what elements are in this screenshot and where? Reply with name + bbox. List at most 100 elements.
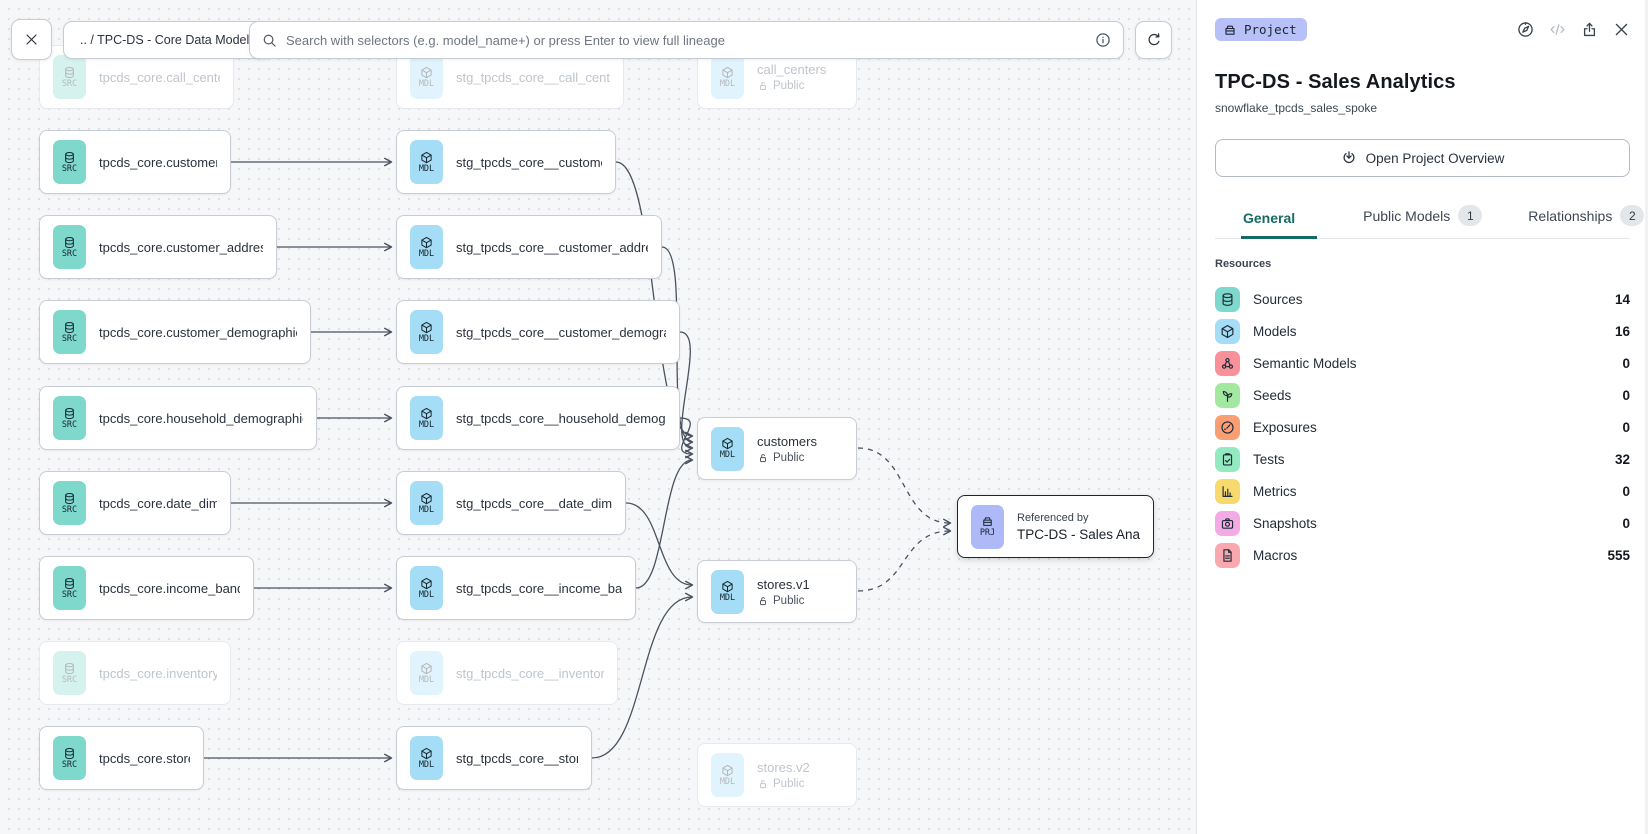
node-type-label: SRC [61, 419, 78, 430]
node-type-badge: MDL [410, 140, 443, 184]
lineage-edge [635, 455, 694, 589]
resource-count: 0 [1622, 387, 1630, 403]
node-text: tpcds_core.income_band [99, 581, 240, 596]
node-text: stg_tpcds_core__income_band [456, 581, 622, 596]
database-icon [1220, 292, 1235, 307]
graph-node[interactable]: SRC tpcds_core.customer_demographics [39, 300, 311, 364]
resource-count: 0 [1622, 515, 1630, 531]
node-type-badge: MDL [711, 426, 744, 471]
node-type-badge: SRC [53, 396, 86, 440]
node-text: tpcds_core.household_demographics [99, 411, 303, 426]
resource-label: Sources [1253, 291, 1303, 307]
resource-count: 0 [1622, 355, 1630, 371]
resource-count: 16 [1614, 323, 1630, 339]
compass-button[interactable] [1517, 21, 1534, 38]
graph-node[interactable]: MDL stg_tpcds_core__income_band [396, 556, 636, 620]
info-icon[interactable] [1095, 32, 1111, 48]
node-text: stg_tpcds_core__customer [456, 155, 602, 170]
database-icon [63, 66, 76, 79]
graph-node[interactable]: MDL stg_tpcds_core__customer [396, 130, 616, 194]
graph-node[interactable]: SRC tpcds_core.income_band [39, 556, 254, 620]
node-label: stg_tpcds_core__date_dim [456, 495, 612, 511]
node-access: Public [757, 452, 817, 464]
node-type-badge: PRJ [971, 504, 1004, 549]
breadcrumb[interactable]: .. / TPC-DS - Core Data Models [63, 21, 273, 59]
cube-icon [721, 66, 734, 79]
node-access-label: Public [773, 594, 805, 607]
tab-count-badge: 2 [1620, 205, 1645, 226]
node-access: Public [757, 595, 810, 607]
node-label: tpcds_core.customer_demographics [99, 324, 297, 340]
node-access-label: Public [773, 778, 805, 790]
graph-node[interactable]: MDL stg_tpcds_core__date_dim [396, 471, 626, 535]
node-label: stg_tpcds_core__income_band [456, 580, 622, 596]
share-button[interactable] [1581, 21, 1598, 38]
code-icon [1549, 21, 1566, 38]
resource-icon-wrap [1215, 350, 1240, 376]
project-icon [981, 515, 994, 528]
node-label: call_centers [757, 62, 827, 77]
node-type-label: MDL [418, 504, 435, 515]
node-type-badge: MDL [410, 396, 443, 440]
resource-label: Models [1253, 323, 1297, 339]
node-text: stg_tpcds_core__customer_demogra… [456, 325, 666, 340]
resource-row-models[interactable]: Models 16 [1215, 315, 1630, 347]
open-project-overview-button[interactable]: Open Project Overview [1215, 139, 1630, 177]
camera-icon [1220, 516, 1235, 531]
cube-icon [420, 662, 433, 675]
cube-icon [420, 747, 433, 760]
file-icon [1220, 548, 1235, 563]
node-type-label: SRC [61, 589, 78, 600]
database-icon [63, 577, 76, 590]
resource-row-sources[interactable]: Sources 14 [1215, 283, 1630, 315]
cube-icon [1220, 324, 1235, 339]
search-bar [249, 21, 1124, 59]
node-text: tpcds_core.store [99, 751, 190, 766]
project-details-panel: Project TPC-DS - Sales Analytics snowfla… [1196, 0, 1648, 834]
graph-node[interactable]: SRC tpcds_core.household_demographics [39, 386, 317, 450]
resource-icon-wrap [1215, 382, 1240, 408]
tab-general[interactable]: General [1241, 204, 1318, 239]
node-type-badge: SRC [53, 310, 86, 354]
node-text: tpcds_core.customer_address [99, 240, 263, 255]
node-type-badge: MDL [410, 566, 443, 610]
node-label: stg_tpcds_core__store [456, 750, 578, 766]
search-input[interactable] [286, 32, 1086, 48]
node-label: stg_tpcds_core__customer [456, 154, 602, 170]
close-button[interactable] [1613, 21, 1630, 38]
lineage-edge [679, 417, 694, 459]
node-type-badge: MDL [711, 753, 744, 797]
node-type-badge: MDL [410, 481, 443, 525]
lock-open-icon [757, 80, 769, 92]
refresh-button[interactable] [1135, 21, 1172, 59]
close-lineage-button[interactable] [11, 19, 52, 60]
resource-count: 14 [1614, 291, 1630, 307]
cube-icon [420, 577, 433, 590]
node-type-label: MDL [719, 78, 736, 89]
node-label: stores.v1 [757, 576, 810, 592]
